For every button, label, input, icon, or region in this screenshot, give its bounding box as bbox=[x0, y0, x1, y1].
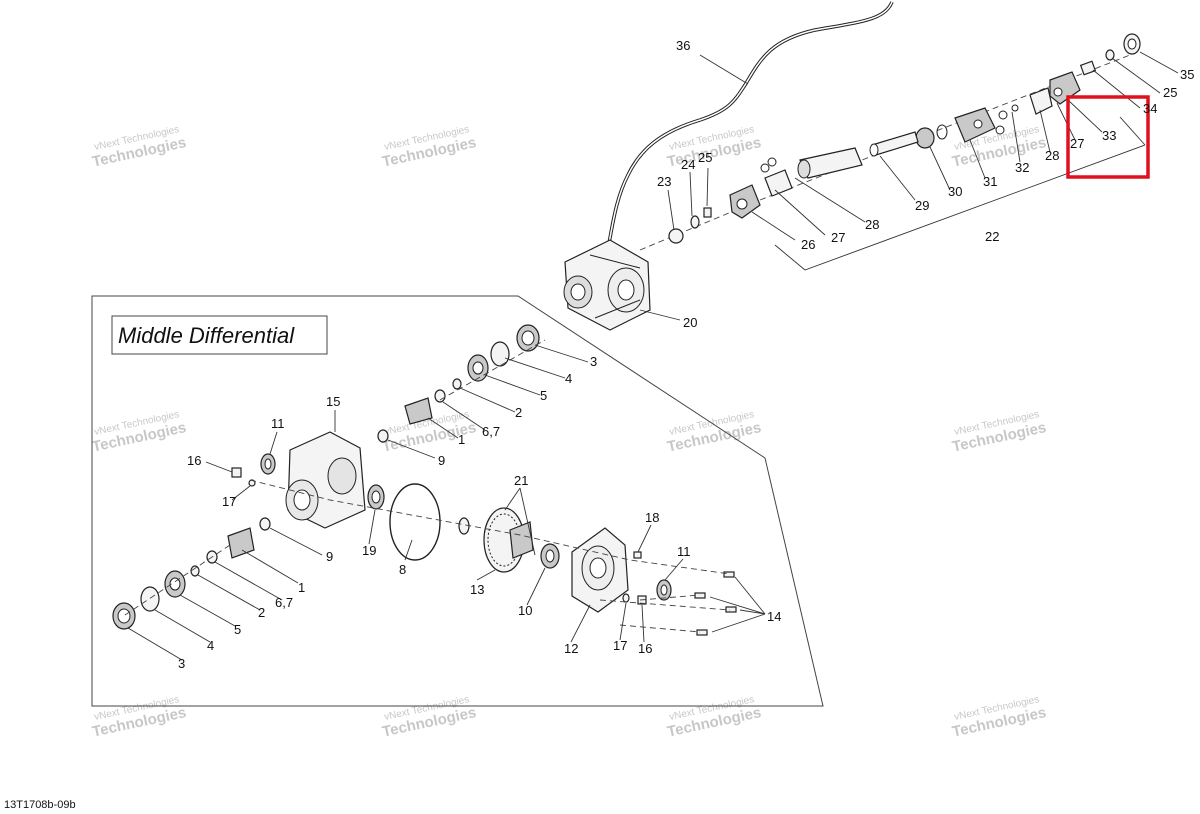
ring-part-23 bbox=[668, 228, 684, 244]
label-23: 23 bbox=[657, 174, 671, 189]
label-24: 24 bbox=[681, 157, 695, 172]
label-28-left: 28 bbox=[865, 217, 879, 232]
middle-differential-frame bbox=[91, 295, 824, 707]
label-2-bottom: 2 bbox=[258, 605, 265, 620]
bolt-part-25-left bbox=[703, 207, 712, 218]
driveshaft-assembly bbox=[563, 1, 1179, 331]
label-27-right: 27 bbox=[1070, 136, 1084, 151]
ring-part-2-top bbox=[452, 378, 462, 390]
label-25-left: 25 bbox=[698, 150, 712, 165]
clip-part-32 bbox=[1011, 104, 1019, 112]
differential-leaders bbox=[127, 344, 766, 661]
label-11-left: 11 bbox=[271, 416, 285, 431]
housing-part-15 bbox=[285, 431, 366, 529]
label-17-left: 17 bbox=[222, 494, 236, 509]
section-title-box bbox=[111, 315, 328, 355]
label-25-right: 25 bbox=[1163, 85, 1177, 100]
u-joint-part-27-left bbox=[764, 169, 793, 197]
label-1-bottom: 1 bbox=[298, 580, 305, 595]
yoke-part-27-right bbox=[1049, 71, 1081, 105]
ring-gear-part-21 bbox=[483, 507, 534, 573]
label-8: 8 bbox=[399, 562, 406, 577]
label-15: 15 bbox=[326, 394, 340, 409]
bearing-part-9-bottom bbox=[259, 517, 271, 531]
label-4-top: 4 bbox=[565, 371, 572, 386]
label-9-bottom: 9 bbox=[326, 549, 333, 564]
reference-code: 13T1708b-09b bbox=[4, 799, 76, 811]
cover-part-12 bbox=[571, 527, 629, 613]
label-5-bottom: 5 bbox=[234, 622, 241, 637]
label-3-bottom: 3 bbox=[178, 656, 185, 671]
label-35: 35 bbox=[1180, 67, 1194, 82]
label-18: 18 bbox=[645, 510, 659, 525]
label-12: 12 bbox=[564, 641, 578, 656]
label-34: 34 bbox=[1143, 101, 1157, 116]
differential-part-labels: 3 4 5 2 6,7 1 9 15 11 16 17 21 18 11 19 … bbox=[178, 354, 781, 671]
label-26: 26 bbox=[801, 237, 815, 252]
label-13: 13 bbox=[470, 582, 484, 597]
boot-part-30 bbox=[915, 127, 935, 149]
label-67-bottom: 6,7 bbox=[275, 595, 293, 610]
section-title: Middle Differential bbox=[118, 323, 295, 348]
ring-part-2-bottom bbox=[190, 565, 200, 577]
label-21: 21 bbox=[514, 473, 528, 488]
washer-part-21 bbox=[458, 517, 470, 535]
bearing-part-4-bottom bbox=[140, 586, 160, 612]
label-14: 14 bbox=[767, 609, 781, 624]
label-16-right: 16 bbox=[638, 641, 652, 656]
label-27-left: 27 bbox=[831, 230, 845, 245]
label-29: 29 bbox=[915, 198, 929, 213]
label-31: 31 bbox=[983, 174, 997, 189]
label-36: 36 bbox=[676, 38, 690, 53]
bearing-part-4-top bbox=[490, 341, 510, 367]
label-17-right: 17 bbox=[613, 638, 627, 653]
shaft-part-29 bbox=[871, 131, 919, 156]
bolt-part-14-b bbox=[694, 592, 706, 599]
washer-part-17-right bbox=[622, 593, 630, 603]
differential-housing-part-20 bbox=[563, 239, 651, 331]
bolt-part-14-d bbox=[696, 629, 708, 636]
label-20: 20 bbox=[683, 315, 697, 330]
label-28-right: 28 bbox=[1045, 148, 1059, 163]
pinion-part-1-top bbox=[404, 397, 433, 425]
label-22: 22 bbox=[985, 229, 999, 244]
highlight-box bbox=[1066, 95, 1150, 179]
label-10: 10 bbox=[518, 603, 532, 618]
label-11-right: 11 bbox=[677, 544, 691, 559]
label-1-top: 1 bbox=[458, 432, 465, 447]
label-5-top: 5 bbox=[540, 388, 547, 403]
label-4-bottom: 4 bbox=[207, 638, 214, 653]
washer-part-17-left bbox=[248, 479, 256, 487]
plug-part-16-left bbox=[231, 467, 242, 478]
washer-part-24 bbox=[690, 215, 700, 229]
label-16-left: 16 bbox=[187, 453, 201, 468]
label-67-top: 6,7 bbox=[482, 424, 500, 439]
bolt-part-14-a bbox=[723, 571, 735, 578]
upper-part-labels: 36 35 25 34 33 27 28 32 31 30 29 28 27 2… bbox=[657, 38, 1194, 330]
differential-parts bbox=[112, 324, 737, 636]
o-ring-part-8 bbox=[389, 483, 441, 561]
label-33: 33 bbox=[1102, 128, 1116, 143]
label-9-top: 9 bbox=[438, 453, 445, 468]
label-30: 30 bbox=[948, 184, 962, 199]
flange-part-34 bbox=[1079, 60, 1097, 76]
shim-part-67-top bbox=[434, 389, 446, 403]
label-32: 32 bbox=[1015, 160, 1029, 175]
nut-part-25 bbox=[1105, 49, 1115, 61]
bolt-part-14-c bbox=[725, 606, 737, 613]
label-19: 19 bbox=[362, 543, 376, 558]
bearing-part-9-top bbox=[377, 429, 389, 443]
pin-part-18 bbox=[633, 551, 642, 559]
u-joint-part-28-right bbox=[1029, 87, 1053, 115]
label-3-top: 3 bbox=[590, 354, 597, 369]
label-2-top: 2 bbox=[515, 405, 522, 420]
pinion-part-1-bottom bbox=[227, 527, 255, 559]
